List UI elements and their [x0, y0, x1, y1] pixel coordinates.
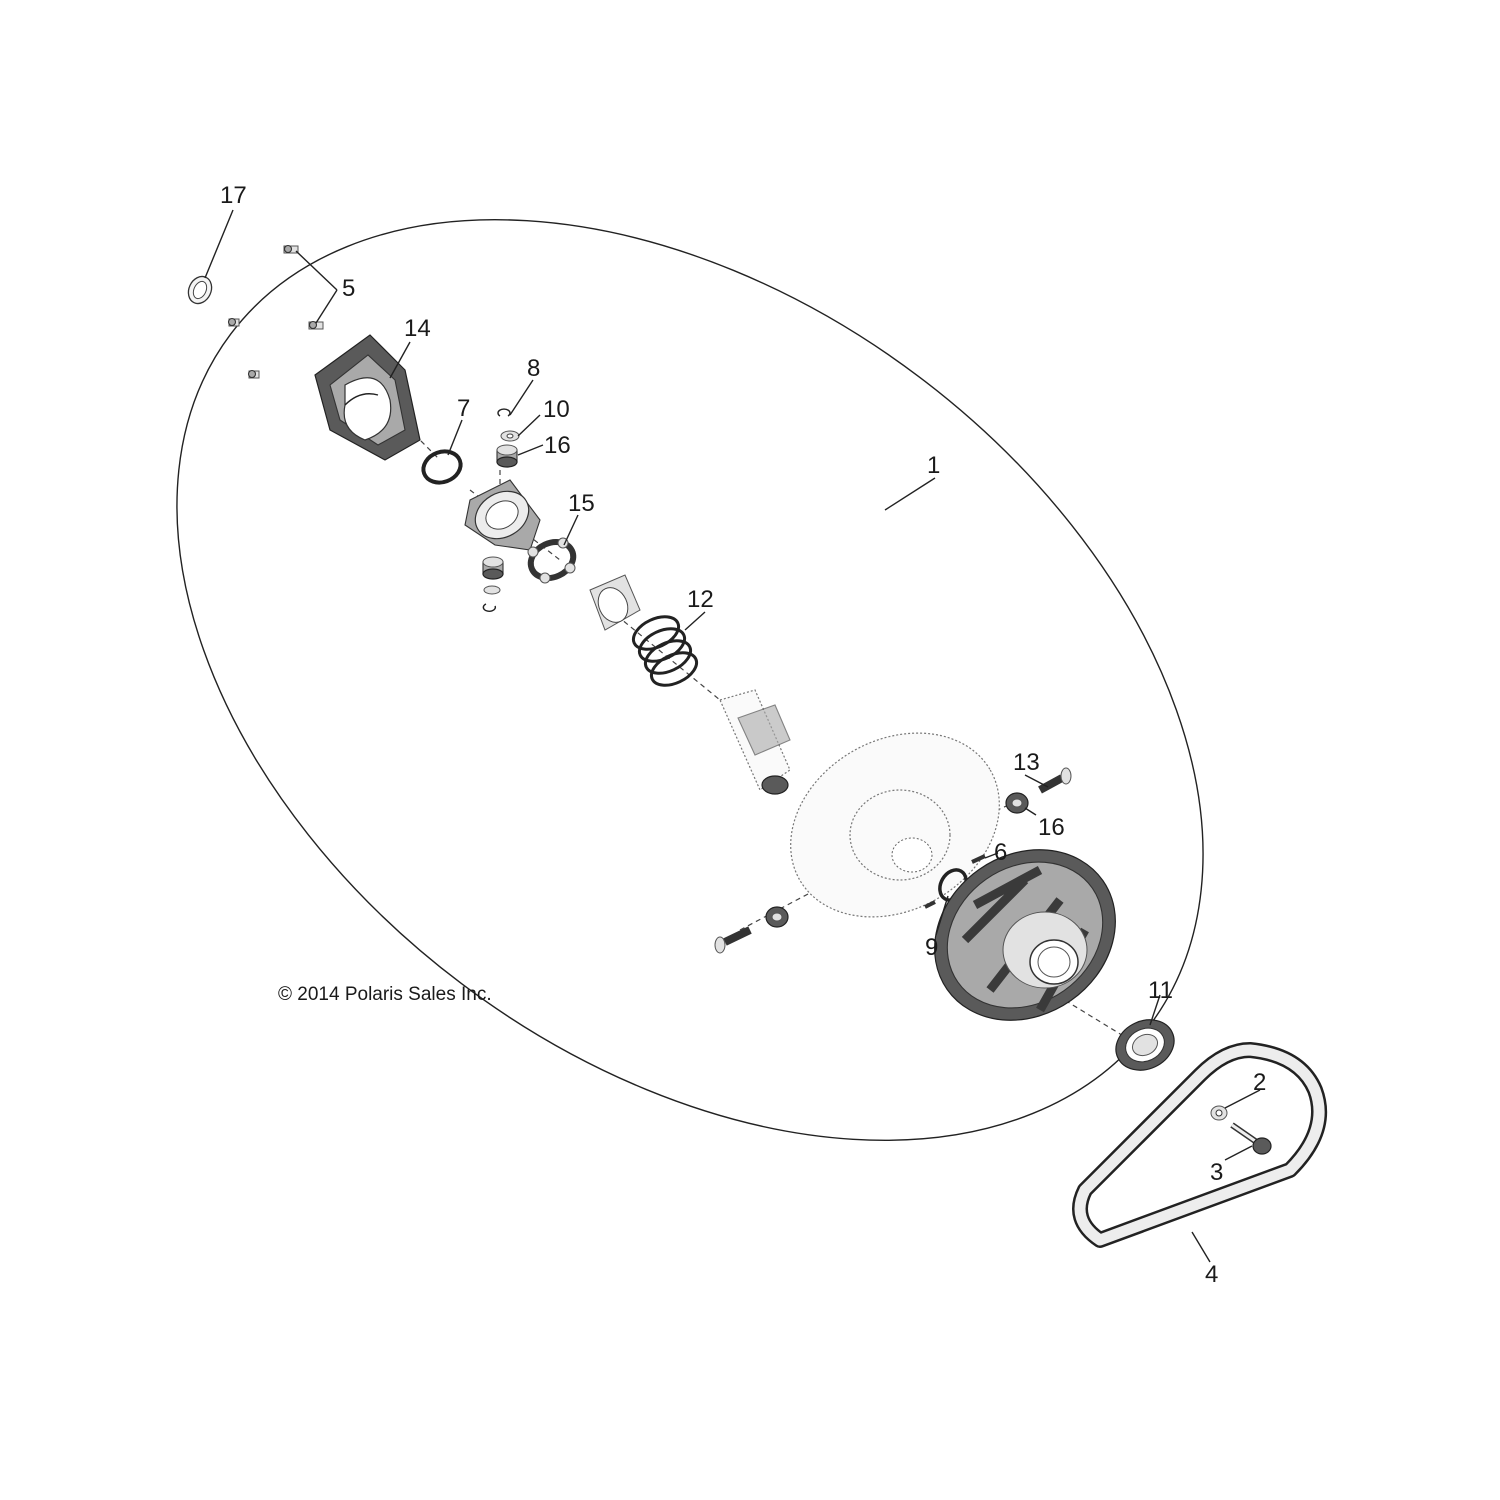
bolt-part-3 [1230, 1122, 1272, 1155]
roller-lower [482, 556, 504, 580]
sheave-phantom [790, 732, 1000, 918]
belt-part-4 [1072, 1042, 1328, 1248]
washer-part-10 [500, 430, 520, 442]
callouts: 17 5 14 7 8 10 16 15 12 1 13 16 6 9 11 2… [220, 182, 1266, 1288]
roller-part-16-upper [496, 444, 518, 468]
callout-1: 1 [927, 452, 940, 479]
pin-lower [714, 926, 752, 954]
callout-4: 4 [1205, 1261, 1218, 1288]
spring-part-12 [631, 615, 699, 687]
clip-part-8 [497, 408, 511, 417]
oring-part-17 [187, 275, 213, 305]
callout-7: 7 [457, 395, 470, 422]
callout-9: 9 [925, 934, 938, 961]
washer-lower [483, 585, 501, 595]
roller-lower-left [765, 906, 789, 928]
assembly-outline [176, 219, 1204, 1141]
callout-12: 12 [687, 586, 714, 613]
button-ring-part-15 [527, 537, 577, 584]
spring-seat [589, 574, 641, 631]
callout-8: 8 [527, 355, 540, 382]
callout-2: 2 [1253, 1069, 1266, 1096]
callout-10: 10 [543, 396, 570, 423]
pin-part-6 [971, 854, 986, 864]
callout-11: 11 [1148, 977, 1173, 1004]
roller-part-16-lower [1005, 792, 1029, 814]
callout-6: 6 [994, 839, 1007, 866]
copyright-text: © 2014 Polaris Sales Inc. [278, 984, 492, 1005]
stationary-sheave [934, 849, 1116, 1021]
callout-14: 14 [404, 315, 431, 342]
pin-part-13-upper [1038, 767, 1072, 794]
snap-ring-part-7 [421, 449, 463, 485]
pin-small [924, 900, 936, 909]
callout-17: 17 [220, 182, 247, 209]
callout-16-lower: 16 [1038, 814, 1065, 841]
spider-assembly [464, 479, 541, 551]
shaft-phantom [719, 689, 791, 795]
callout-16-upper: 16 [544, 432, 571, 459]
leader-lines [204, 209, 1261, 1263]
screws-part-5 [227, 244, 324, 379]
callout-13: 13 [1013, 749, 1040, 776]
callout-3: 3 [1210, 1159, 1223, 1186]
clip-lower [482, 603, 497, 613]
washer-part-2 [1210, 1105, 1228, 1121]
bearing-part-11 [1115, 1019, 1175, 1071]
callout-5: 5 [342, 275, 355, 302]
cover-part-14 [314, 334, 421, 461]
callout-15: 15 [568, 490, 595, 517]
